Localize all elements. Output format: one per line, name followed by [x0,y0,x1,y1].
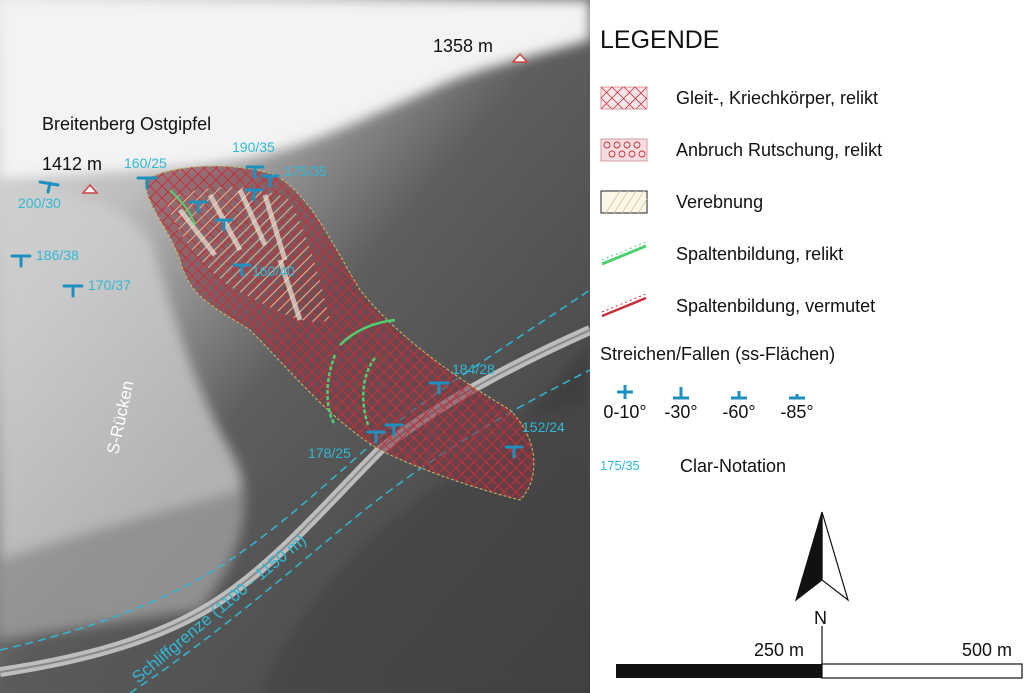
dip-class: -60° [714,384,764,423]
legend-item-label: Verebnung [676,191,764,212]
dip-class-label: -30° [664,402,698,422]
legend-item-slide-body: Gleit-, Kriechkörper, relikt [600,86,878,110]
north-label: N [814,608,827,628]
measure-label: 152/24 [522,419,565,435]
measure-label: 170/37 [88,277,131,293]
legend-item-label: Spaltenbildung, relikt [676,243,844,264]
crosshatch-swatch-icon [600,86,648,110]
map-canvas: Breitenberg Ostgipfel 1412 m 1358 m S-Rü… [0,0,590,693]
crack-green-1 [339,318,396,346]
legend-item-label: Spaltenbildung, vermutet [676,295,876,316]
dip-short-t-icon [731,391,747,400]
dip-symbol-c [244,188,264,202]
upper-slope [0,0,590,180]
scale-bar [616,663,1023,679]
legend-item-flat: Verebnung [600,190,763,214]
dip-symbol-a [188,200,208,214]
circles-swatch-icon [600,138,648,162]
measure-label: 200/30 [18,195,61,211]
trimline-upper [0,289,590,651]
legend-item-scarp: Anbruch Rutschung, relikt [600,138,882,162]
legend-item-crack-relict: Spaltenbildung, relikt [600,242,843,266]
summit-name-label: Breitenberg Ostgipfel [42,114,211,134]
dip-class: 0-10° [600,384,650,423]
dip-symbols [10,165,524,459]
north-arrow-icon [794,511,850,602]
dip-symbol-160-40 [232,263,252,277]
dip-symbol-160-25 [136,176,158,190]
scale-label-500: 500 m [962,640,1012,660]
legend-title: LEGENDE [600,26,720,54]
crack-green-3 [362,357,377,426]
measure-label: 160/40 [252,263,295,279]
measure-label: 178/25 [308,445,351,461]
dip-class: -85° [772,384,822,423]
dip-symbol-175-35 [260,174,280,188]
clar-label: Clar-Notation [680,456,787,476]
dip-class-label: 0-10° [603,402,647,422]
dip-class-row: 0-10° -30° -60° -85° [600,384,840,434]
dip-stub-icon [789,394,805,400]
dip-symbol-184-28 [428,381,450,395]
dip-class: -30° [656,384,706,423]
measure-label: 190/35 [232,139,275,155]
dip-symbol-200-30 [38,180,60,194]
dip-symbol-178-25-b [384,423,404,437]
measure-label: 184/28 [452,361,495,377]
north-scale-graphic: N 250 m 500 m [616,511,1023,679]
scale-label-250: 250 m [754,640,804,660]
dip-heading: Streichen/Fallen (ss-Flächen) [600,344,836,364]
dip-class-label: -85° [780,402,814,422]
crack-green-4 [169,189,196,226]
legend-item-crack-suspected: Spaltenbildung, vermutet [600,294,875,318]
dip-t-icon [673,387,689,400]
dip-class-label: -60° [722,402,756,422]
red-line-swatch-icon [601,294,647,318]
crack-green-2 [326,354,337,426]
measure-label: 175/35 [284,163,327,179]
scale-segment-black [616,664,822,678]
legend-item-label: Anbruch Rutschung, relikt [676,139,883,160]
dip-symbol-152-24 [504,445,524,459]
summit-elevation-label: 1412 m [42,154,102,174]
legend-item-label: Gleit-, Kriechkörper, relikt [676,87,879,108]
peak-elevation-label: 1358 m [433,36,493,56]
hillshade-map: Breitenberg Ostgipfel 1412 m 1358 m S-Rü… [0,0,590,693]
dip-cross-icon [617,385,633,399]
trimline-lower [129,369,590,693]
legend-panel: LEGENDE Gleit-, Kriechkörper, relikt Anb… [590,0,1024,693]
dip-symbol-190-35 [245,165,265,179]
summit-triangle [81,183,99,194]
hatch-swatch-icon [600,190,648,214]
dip-symbol-b [214,218,234,232]
dip-symbol-186-38 [10,254,32,268]
dip-symbol-170-37 [62,284,84,298]
dip-symbol-178-25-a [366,430,386,444]
measure-label: 160/25 [124,155,167,171]
peak-triangle [511,52,529,63]
scale-segment-white [821,663,1023,679]
measure-label: 186/38 [36,247,79,263]
clar-sample: 175/35 [600,458,640,473]
green-line-swatch-icon [601,242,647,266]
